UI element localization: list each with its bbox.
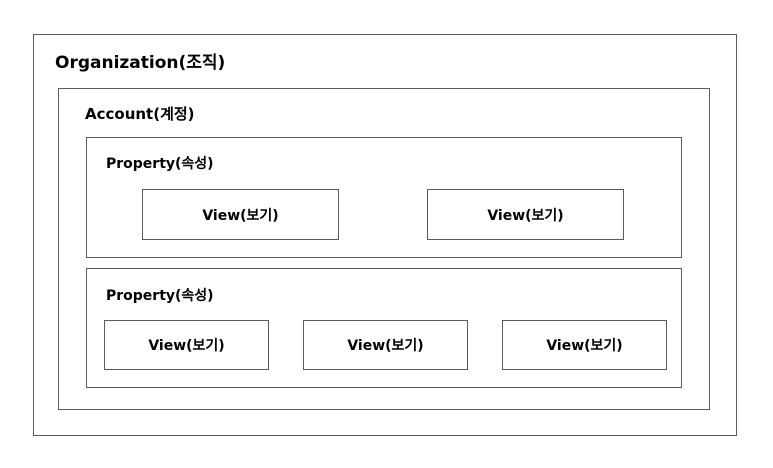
- view-label: View(보기): [546, 338, 623, 354]
- view-label: View(보기): [487, 207, 564, 224]
- view-box: View(보기): [303, 320, 468, 370]
- view-box: View(보기): [104, 320, 269, 370]
- view-box: View(보기): [427, 189, 624, 240]
- view-label: View(보기): [148, 338, 225, 354]
- account-label: Account(계정): [85, 105, 195, 123]
- view-label: View(보기): [202, 207, 279, 224]
- property-label-1: Property(속성): [106, 156, 214, 172]
- view-label: View(보기): [347, 338, 424, 354]
- organization-label: Organization(조직): [55, 53, 226, 73]
- property-label-2: Property(속성): [106, 288, 214, 304]
- view-box: View(보기): [502, 320, 667, 370]
- view-box: View(보기): [142, 189, 339, 240]
